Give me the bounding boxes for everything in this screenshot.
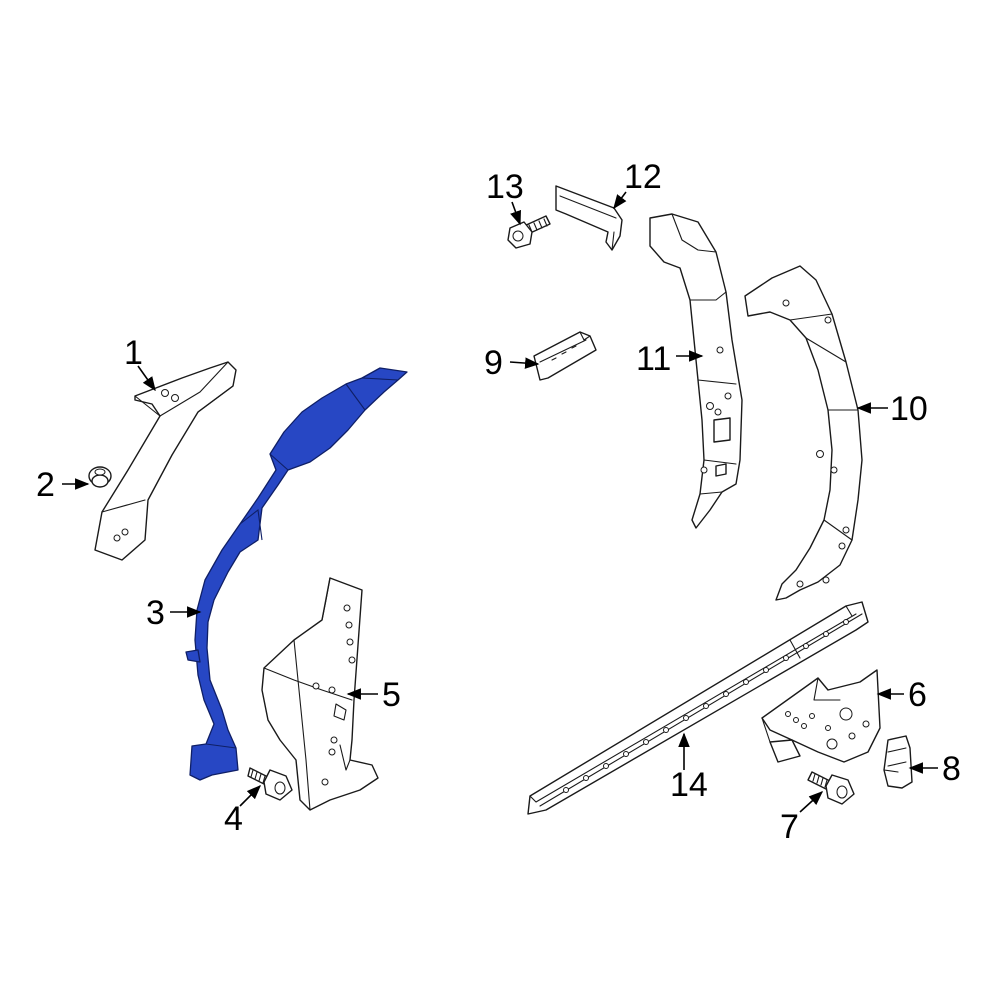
leader-7 xyxy=(799,791,824,813)
callout-8[interactable]: 8 xyxy=(942,750,961,788)
part-1-pillar-reinforcement[interactable] xyxy=(94,361,237,561)
callout-13[interactable]: 13 xyxy=(486,168,524,206)
callout-6[interactable]: 6 xyxy=(908,676,927,714)
part-6-bracket[interactable] xyxy=(761,669,881,763)
part-11-b-pillar-inner[interactable] xyxy=(649,213,743,529)
callout-4[interactable]: 4 xyxy=(224,800,243,838)
part-7-bolt[interactable] xyxy=(807,771,855,805)
callout-12[interactable]: 12 xyxy=(624,158,662,196)
leader-12 xyxy=(613,191,627,210)
part-14-rocker-panel[interactable] xyxy=(527,601,869,815)
part-4-bolt[interactable] xyxy=(247,767,293,801)
leader-1 xyxy=(137,365,156,392)
callout-leaders xyxy=(62,191,938,813)
part-13-bolt[interactable] xyxy=(507,215,551,249)
part-2-nut[interactable] xyxy=(88,466,112,488)
leader-13 xyxy=(510,201,521,226)
callout-numbers: 1 2 3 4 5 6 7 8 9 10 11 12 13 14 xyxy=(36,158,961,846)
callout-7[interactable]: 7 xyxy=(780,808,799,846)
leader-9 xyxy=(509,357,540,369)
callout-14[interactable]: 14 xyxy=(670,766,708,804)
part-3-a-pillar-reinforcement-highlighted[interactable] xyxy=(185,367,408,781)
callout-5[interactable]: 5 xyxy=(382,676,401,714)
rocker-holes xyxy=(563,619,849,793)
callout-11[interactable]: 11 xyxy=(636,340,671,378)
callout-1[interactable]: 1 xyxy=(124,334,143,372)
part-12-bracket[interactable] xyxy=(555,185,623,251)
part-8-clip[interactable] xyxy=(883,735,913,789)
part-9-bracket[interactable] xyxy=(533,331,597,381)
part-5-hinge-pillar-lower[interactable] xyxy=(261,577,379,811)
callout-2[interactable]: 2 xyxy=(36,466,55,504)
part-10-b-pillar-outer[interactable] xyxy=(744,265,863,601)
leader-4 xyxy=(239,784,262,807)
callout-10[interactable]: 10 xyxy=(890,390,928,428)
callout-3[interactable]: 3 xyxy=(146,594,165,632)
callout-9[interactable]: 9 xyxy=(484,344,503,382)
